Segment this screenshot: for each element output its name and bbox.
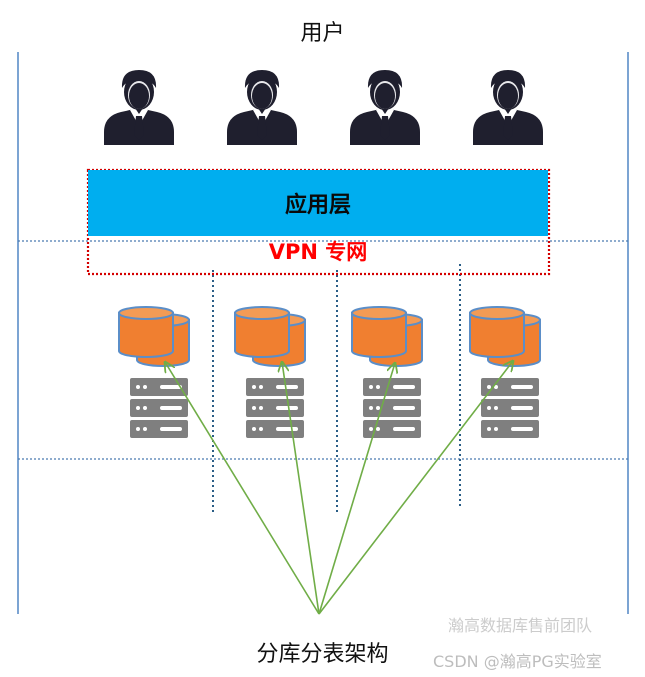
routing-arrows (165, 361, 513, 615)
database-icon (351, 306, 423, 367)
server-icon (363, 378, 421, 438)
server-icon (130, 378, 188, 438)
users-title: 用户 (300, 21, 345, 46)
shard-route-arrow (318, 363, 395, 615)
vpn-label: VPN 专网 (268, 240, 368, 264)
user-icon (350, 70, 420, 145)
database-icon (469, 306, 541, 367)
footer-title: 分库分表架构 (256, 642, 389, 667)
application-layer: 应用层 (88, 170, 548, 236)
watermark-team: 瀚高数据库售前团队 (448, 616, 593, 635)
database-icon (234, 306, 306, 367)
user-icon (473, 70, 543, 145)
shard-route-arrow (282, 362, 320, 615)
shard-route-arrow (165, 362, 320, 615)
server-icon (246, 378, 304, 438)
watermark-csdn: CSDN @瀚高PG实验室 (433, 652, 602, 671)
user-icon (104, 70, 174, 145)
database-icon (118, 306, 190, 367)
user-icon (227, 70, 297, 145)
shard-route-arrow (318, 361, 513, 615)
server-icon (481, 378, 539, 438)
